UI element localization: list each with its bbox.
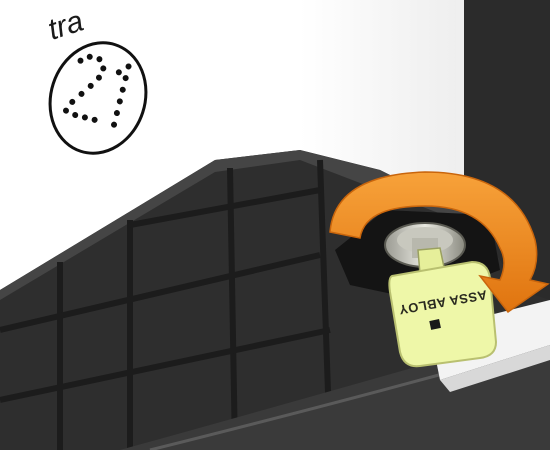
assembly-illustration: tra 21 [0,0,550,450]
